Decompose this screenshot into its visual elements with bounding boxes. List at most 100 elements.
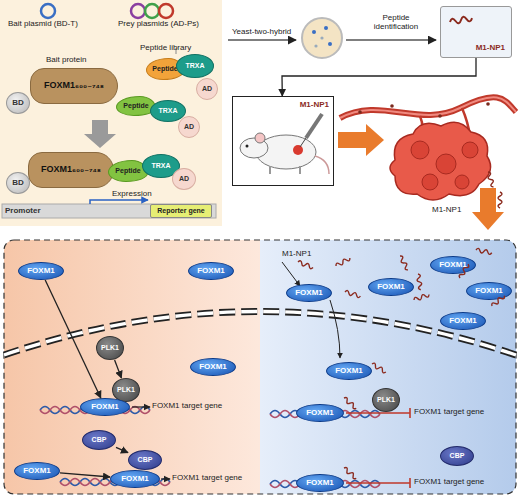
colony bbox=[320, 36, 323, 39]
peptide-squiggle bbox=[416, 274, 423, 290]
node-text: CBP bbox=[92, 436, 107, 443]
node-text: FOXM1 bbox=[306, 479, 334, 487]
foxm1-protein: FOXM1 bbox=[326, 362, 372, 380]
peptide-squiggle bbox=[371, 362, 387, 373]
connector-arrow bbox=[282, 58, 476, 96]
peptide-squiggle bbox=[343, 466, 358, 479]
blood-vessel bbox=[340, 97, 516, 118]
syringe-needle bbox=[300, 138, 306, 147]
text-label: FOXM1 target gene bbox=[172, 474, 242, 483]
cbp-protein: CBP bbox=[440, 446, 474, 466]
peptide-box: M1-NP1 bbox=[440, 6, 512, 58]
promoter-label: Promoter bbox=[4, 205, 60, 217]
foxm1-protein: FOXM1 bbox=[296, 404, 344, 422]
peptide-squiggle bbox=[343, 396, 358, 409]
plk1-protein: PLK1 bbox=[96, 336, 124, 360]
peptide-squiggle bbox=[297, 260, 313, 269]
node-text: Promoter bbox=[5, 207, 41, 215]
foxm1-protein: FOXM1 bbox=[296, 474, 344, 492]
nuclear-membrane bbox=[4, 312, 516, 356]
foxm1-protein: FOXM1 bbox=[80, 398, 130, 416]
connector-arrow bbox=[60, 473, 110, 477]
process-arrow bbox=[228, 39, 296, 41]
connector-arrow bbox=[115, 360, 122, 378]
blood-vessel bbox=[340, 97, 516, 118]
text-label: M1-NP1 bbox=[282, 250, 311, 259]
node-text: FOXM1 bbox=[199, 363, 227, 371]
node-text: FOXM1 bbox=[23, 467, 51, 475]
node-text: FOXM1 bbox=[377, 283, 405, 291]
node-text: PLK1 bbox=[101, 344, 119, 351]
cell-panel-right bbox=[260, 240, 516, 494]
mouse-eye bbox=[246, 145, 249, 148]
cbp-protein: CBP bbox=[128, 450, 162, 470]
node-text: FOXM1 bbox=[335, 367, 363, 375]
node-text: FOXM1 bbox=[439, 261, 467, 269]
tumor-lobule bbox=[462, 142, 478, 158]
node-text: BD bbox=[12, 179, 24, 187]
node-text: FOXM1 bbox=[295, 289, 323, 297]
foxm1-protein: FOXM1 bbox=[188, 262, 234, 280]
node-text: PLK1 bbox=[117, 386, 135, 393]
mouse-tumor bbox=[293, 145, 303, 155]
nuclear-membrane bbox=[4, 312, 516, 356]
petri-dish bbox=[302, 18, 342, 58]
peptide-squiggle bbox=[450, 15, 473, 24]
mouse-tail bbox=[315, 156, 329, 174]
colony bbox=[328, 42, 332, 46]
trxa-scaffold: TRXA bbox=[176, 54, 214, 78]
node-text: TRXA bbox=[151, 162, 170, 169]
syringe bbox=[306, 114, 322, 138]
node-text: CBP bbox=[450, 452, 465, 459]
foxm1-protein: FOXM1 bbox=[14, 462, 60, 480]
peptide-squiggle bbox=[458, 263, 469, 279]
plk1-protein: PLK1 bbox=[372, 388, 400, 412]
gray-arrow bbox=[84, 120, 116, 148]
connector-arrow bbox=[45, 280, 101, 398]
text-label: Peptide identification bbox=[360, 14, 432, 32]
text-label: FOXM1 target gene bbox=[414, 478, 484, 487]
node-text: AD bbox=[184, 123, 194, 130]
tumor-lobule bbox=[436, 154, 456, 174]
node-text: FOXM1 bbox=[197, 267, 225, 275]
colony bbox=[324, 26, 328, 30]
process-arrow bbox=[346, 39, 436, 41]
cbp-protein: CBP bbox=[82, 430, 116, 450]
colony bbox=[312, 30, 316, 34]
node-text: AD bbox=[179, 175, 189, 182]
node-text: Peptide bbox=[123, 102, 148, 109]
node-text: Peptide bbox=[115, 167, 140, 174]
bait-protein: FOXM1₆₀₀₋₇₄₈ bbox=[28, 152, 114, 188]
tumor bbox=[390, 122, 491, 200]
peptide-squiggle bbox=[486, 171, 495, 187]
node-text: PLK1 bbox=[377, 396, 395, 403]
node-text: TRXA bbox=[185, 62, 204, 69]
peptide-squiggle bbox=[344, 290, 360, 298]
node-text: FOXM1 bbox=[27, 267, 55, 275]
ad-domain: AD bbox=[196, 78, 218, 100]
bd-domain: BD bbox=[6, 172, 30, 194]
node-text: FOXM1 bbox=[475, 287, 503, 295]
peptide-squiggle bbox=[476, 248, 492, 255]
node-text: FOXM1 bbox=[121, 475, 149, 483]
node-text: M1-NP1 bbox=[476, 44, 505, 52]
peptide-dot bbox=[390, 104, 394, 108]
bait-protein: FOXM1₆₀₀₋₇₄₈ bbox=[30, 68, 118, 104]
foxm1-protein: FOXM1 bbox=[368, 278, 414, 296]
foxm1-protein: FOXM1 bbox=[190, 358, 236, 376]
expression-arrow bbox=[90, 200, 148, 204]
colony bbox=[314, 44, 317, 47]
tumor-lobule bbox=[422, 174, 438, 190]
dna-bar bbox=[2, 204, 216, 218]
node-text: M1-NP1 bbox=[300, 101, 329, 109]
tumor-lobule bbox=[455, 175, 469, 189]
peptide-arrow bbox=[282, 262, 300, 286]
activation-arrow bbox=[161, 478, 170, 479]
peptide-squiggle bbox=[335, 256, 351, 267]
node-text: FOXM1₆₀₀₋₇₄₈ bbox=[41, 165, 101, 174]
prey-plasmid bbox=[159, 4, 173, 18]
